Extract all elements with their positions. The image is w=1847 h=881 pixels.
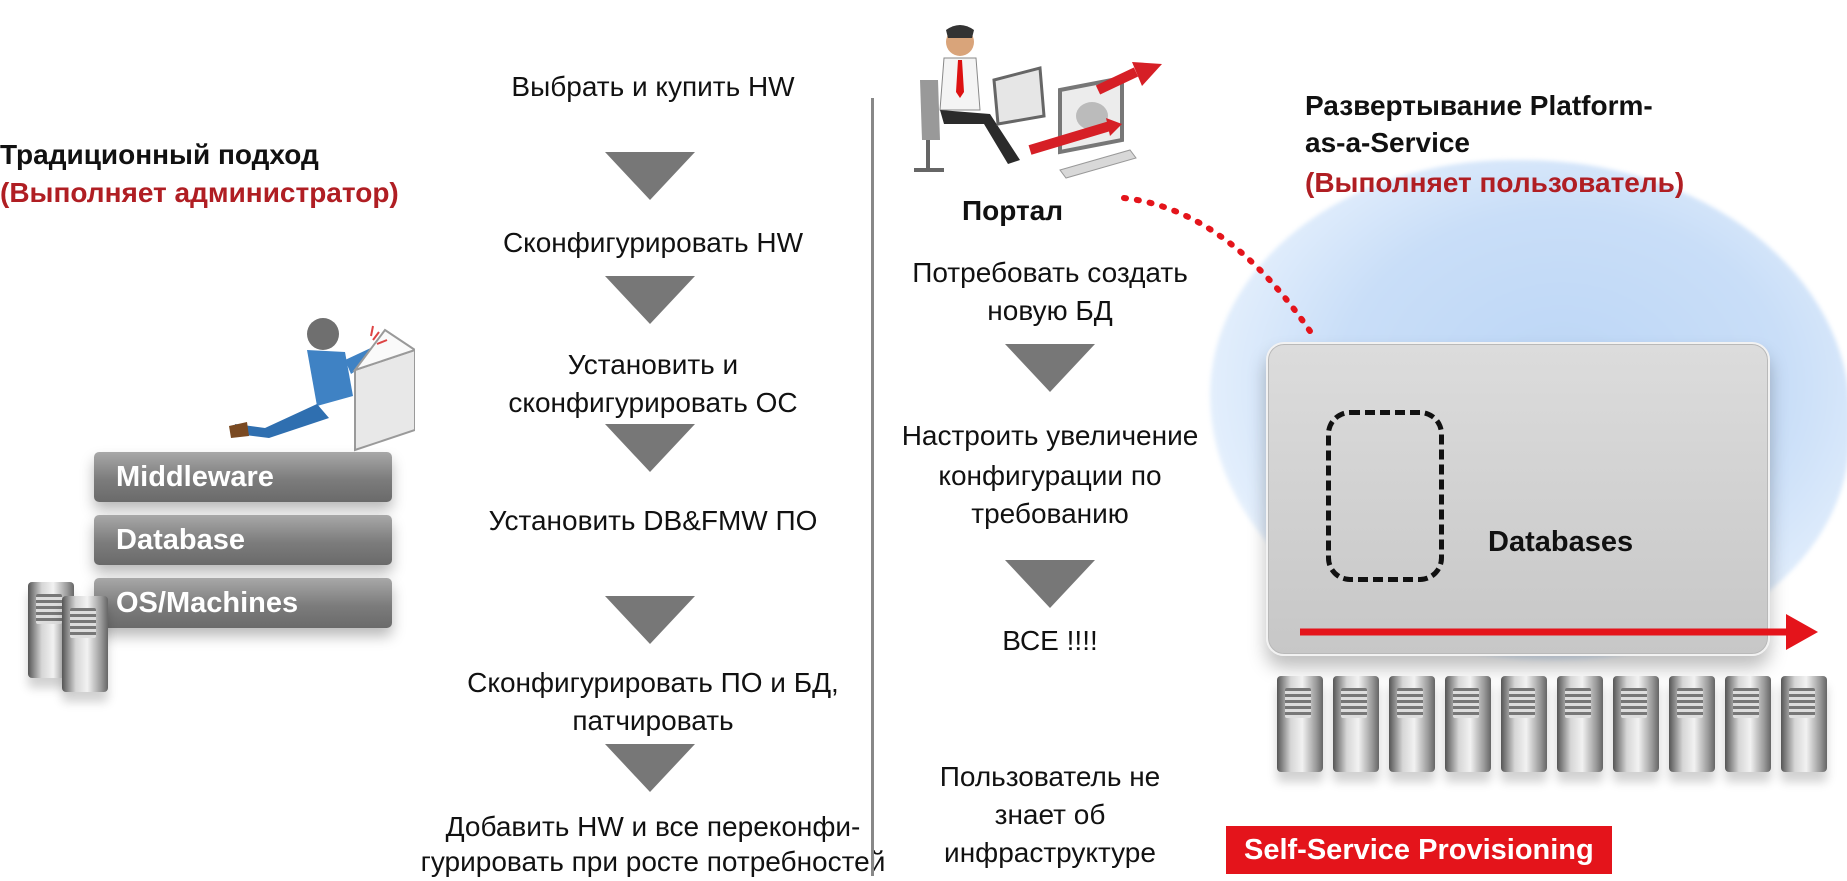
left-subtitle: (Выполняет администратор) bbox=[0, 177, 399, 208]
left-step-2: Сконфигурировать HW bbox=[502, 227, 804, 258]
right-title-line2: as-a-Service bbox=[1305, 127, 1471, 158]
red-arrow-icon bbox=[1300, 612, 1818, 652]
right-step-2c: требованию bbox=[971, 498, 1129, 529]
right-step-1b: новую БД bbox=[987, 295, 1113, 326]
left-step-5a: Сконфигурировать ПО и БД, bbox=[467, 667, 839, 698]
stack-layer-middleware: Middleware bbox=[94, 452, 392, 502]
right-title-line1: Развертывание Platform- bbox=[1305, 90, 1653, 121]
left-step-3a: Установить и bbox=[567, 349, 739, 380]
server-icon bbox=[1557, 676, 1603, 772]
down-arrow-icon bbox=[1005, 344, 1095, 392]
databases-box bbox=[1266, 342, 1770, 656]
left-step-6a: Добавить HW и все переконфи- bbox=[445, 811, 861, 842]
right-step-4c: инфраструктуре bbox=[944, 837, 1156, 868]
stack-layer-database: Database bbox=[94, 515, 392, 565]
stack-layer-os-machines: OS/Machines bbox=[94, 578, 392, 628]
left-step-1: Выбрать и купить HW bbox=[511, 71, 795, 102]
left-step-4: Установить DB&FMW ПО bbox=[488, 505, 818, 536]
down-arrow-icon bbox=[605, 424, 695, 472]
left-title: Традиционный подход bbox=[0, 139, 319, 170]
server-icon bbox=[1669, 676, 1715, 772]
divider-line bbox=[871, 98, 874, 876]
server-icon bbox=[1333, 676, 1379, 772]
server-icon bbox=[1613, 676, 1659, 772]
down-arrow-icon bbox=[605, 744, 695, 792]
right-step-4a: Пользователь не bbox=[939, 761, 1161, 792]
down-arrow-icon bbox=[605, 276, 695, 324]
server-icon bbox=[62, 596, 108, 692]
server-icon bbox=[1501, 676, 1547, 772]
right-step-3: ВСЕ !!!! bbox=[1002, 625, 1098, 656]
portal-user-icon bbox=[910, 20, 1170, 190]
portal-label: Портал bbox=[962, 195, 1064, 226]
down-arrow-icon bbox=[605, 152, 695, 200]
down-arrow-icon bbox=[1005, 560, 1095, 608]
right-subtitle: (Выполняет пользователь) bbox=[1305, 167, 1685, 198]
database-slot bbox=[1326, 410, 1444, 582]
left-step-5b: патчировать bbox=[572, 705, 734, 736]
worker-illustration-icon bbox=[225, 310, 418, 460]
server-icon bbox=[1389, 676, 1435, 772]
self-service-badge: Self-Service Provisioning bbox=[1226, 826, 1612, 874]
left-step-6b: гурировать при росте потребностей bbox=[420, 846, 886, 877]
right-step-2a: Настроить увеличение bbox=[901, 420, 1199, 451]
left-step-3b: сконфигурировать ОС bbox=[508, 387, 798, 418]
server-icon bbox=[1781, 676, 1827, 772]
right-step-4b: знает об bbox=[994, 799, 1106, 830]
right-step-2b: конфигурации по bbox=[938, 460, 1162, 491]
databases-label: Databases bbox=[1488, 526, 1634, 558]
right-step-1a: Потребовать создать bbox=[912, 257, 1188, 288]
dotted-connector bbox=[1120, 190, 1320, 350]
server-icon bbox=[1277, 676, 1323, 772]
server-icon bbox=[1445, 676, 1491, 772]
down-arrow-icon bbox=[605, 596, 695, 644]
server-icon bbox=[1725, 676, 1771, 772]
